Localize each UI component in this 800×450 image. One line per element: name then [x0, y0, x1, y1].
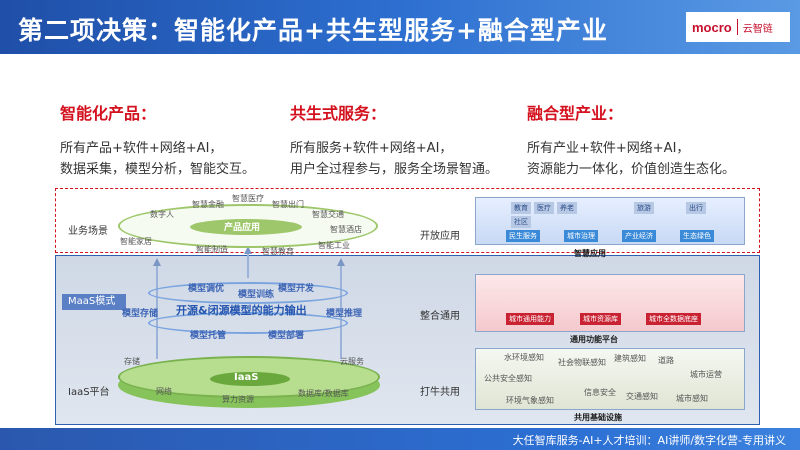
- infra-node: 建筑感知: [614, 354, 646, 363]
- scene-node: 智慧交通: [312, 210, 344, 219]
- label-maas: MaaS模式: [62, 294, 126, 310]
- infra-node: 环境气象感知: [506, 396, 554, 405]
- infra-node: 水环境感知: [504, 353, 544, 362]
- infra-node: 社会物联感知: [558, 358, 606, 367]
- infra-node: 公共安全感知: [484, 374, 532, 383]
- logo-divider: [736, 19, 738, 35]
- column-text: 所有服务+软件+网络+AI， 用户全过程参与，服务全场景智通。: [290, 138, 498, 180]
- column-title: 智能化产品：: [60, 104, 157, 123]
- maas-pill: 模型开发: [278, 284, 315, 294]
- business-scene-frame: [55, 188, 760, 253]
- iaas-node: 云服务: [340, 357, 364, 366]
- connector-line: [247, 252, 249, 278]
- iaas-node: 存储: [124, 357, 140, 366]
- scene-node: 智慧出门: [272, 200, 304, 209]
- scene-node: 智慧医疗: [232, 194, 264, 203]
- column-line: 用户全过程参与，服务全场景智通。: [290, 162, 499, 177]
- label-base: 打牛共用: [420, 387, 460, 398]
- label-open-apps: 开放应用: [420, 231, 460, 242]
- common-platform-caption: 通用功能平台: [570, 335, 618, 344]
- column-text: 所有产品+软件+网络+AI， 数据采集，模型分析，智能交互。: [60, 138, 255, 180]
- scene-node: 智慧教育: [262, 247, 294, 256]
- connector-line: [340, 264, 342, 359]
- maas-ring-upper: [148, 282, 348, 304]
- app-tile: 医疗: [534, 202, 554, 214]
- iaas-node: 数据库/数据库: [298, 389, 349, 398]
- platform-tile: 城市全数据底座: [646, 313, 701, 325]
- slide-title: 第二项决策：智能化产品+共生型服务+融合型产业: [18, 16, 608, 45]
- maas-pill: 模型推理: [326, 309, 363, 319]
- footer-bar: 大任智库服务-AI+人才培训：AI讲师/数字化营-专用讲义: [0, 428, 800, 450]
- scene-node: 智慧金融: [192, 200, 224, 209]
- app-tile: 出行: [686, 202, 706, 214]
- scene-node: 数字人: [150, 210, 174, 219]
- label-business-scene: 业务场景: [68, 226, 108, 237]
- column-line: 所有产品+软件+网络+AI，: [60, 141, 223, 156]
- shared-infra-caption: 共用基础设施: [574, 413, 622, 422]
- product-app-core: [190, 219, 302, 235]
- infra-node: 城市感知: [676, 394, 708, 403]
- arrow-up-icon: [337, 258, 345, 266]
- infra-node: 信息安全: [584, 388, 616, 397]
- maas-pill: 模型调优: [188, 284, 225, 294]
- app-tile: 社区: [511, 216, 531, 228]
- iaas-label: IaaS: [234, 372, 259, 383]
- header-bar: 第二项决策：智能化产品+共生型服务+融合型产业 mocro 云智链: [0, 0, 800, 54]
- maas-ring-lower: [148, 312, 348, 334]
- label-integrate: 整合通用: [420, 311, 460, 322]
- maas-banner: 开源&闭源模型的能力输出: [176, 304, 307, 317]
- product-app-label: 产品应用: [224, 223, 261, 233]
- logo-main-text: mocro: [692, 19, 732, 35]
- scene-node: 智慧酒店: [330, 225, 362, 234]
- maas-pill: 模型训练: [238, 290, 275, 300]
- iaas-node: 网络: [156, 387, 172, 396]
- column-line: 所有服务+软件+网络+AI，: [290, 141, 453, 156]
- column-smart-products: 智能化产品： 所有产品+软件+网络+AI， 数据采集，模型分析，智能交互。: [60, 100, 255, 180]
- smart-app-layer: 教育 医疗 养老 旅游 出行 社区 民生服务 城市治理 产业经济 生态绿色: [475, 197, 745, 245]
- column-symbiotic-services: 共生式服务： 所有服务+软件+网络+AI， 用户全过程参与，服务全场景智通。: [290, 100, 498, 180]
- app-tile: 产业经济: [622, 230, 656, 242]
- app-tile: 养老: [557, 202, 577, 214]
- footer-text: 大任智库服务-AI+人才培训：AI讲师/数字化营-专用讲义: [512, 434, 786, 447]
- common-platform-layer: 城市通用能力 城市资源库 城市全数据底座: [475, 274, 745, 332]
- app-tile: 生态绿色: [680, 230, 714, 242]
- platform-tile: 城市资源库: [580, 313, 621, 325]
- app-tile: 民生服务: [506, 230, 540, 242]
- infra-node: 城市运营: [690, 370, 722, 379]
- label-iaas: IaaS平台: [68, 387, 110, 398]
- column-title: 共生式服务：: [290, 104, 387, 123]
- column-line: 资源能力一体化，价值创造生态化。: [527, 162, 736, 177]
- iaas-node: 算力资源: [222, 395, 254, 404]
- scene-node: 智能工业: [318, 241, 350, 250]
- infra-node: 道路: [658, 356, 674, 365]
- column-fused-industry: 融合型产业： 所有产业+软件+网络+AI， 资源能力一体化，价值创造生态化。: [527, 100, 735, 180]
- app-tile: 城市治理: [564, 230, 598, 242]
- connector-line: [156, 264, 158, 359]
- arrow-up-icon: [244, 246, 252, 254]
- column-line: 数据采集，模型分析，智能交互。: [60, 162, 256, 177]
- column-title: 融合型产业：: [527, 104, 624, 123]
- maas-pill: 模型存储: [122, 309, 159, 319]
- company-logo: mocro 云智链: [686, 12, 790, 42]
- smart-app-caption: 智慧应用: [574, 249, 606, 258]
- app-tile: 旅游: [634, 202, 654, 214]
- app-tile: 教育: [511, 202, 531, 214]
- shared-infra-layer: 水环境感知 社会物联感知 建筑感知 道路 公共安全感知 环境气象感知 信息安全 …: [475, 348, 745, 410]
- maas-pill: 模型托管: [190, 331, 227, 341]
- column-text: 所有产业+软件+网络+AI， 资源能力一体化，价值创造生态化。: [527, 138, 735, 180]
- platform-tile: 城市通用能力: [506, 313, 554, 325]
- column-line: 所有产业+软件+网络+AI，: [527, 141, 690, 156]
- scene-node: 智能家居: [120, 237, 152, 246]
- arrow-up-icon: [153, 258, 161, 266]
- maas-pill: 模型部署: [268, 331, 305, 341]
- logo-sub-text: 云智链: [742, 23, 773, 35]
- iaas-base-core: [210, 372, 290, 386]
- scene-node: 智能制造: [196, 245, 228, 254]
- infra-node: 交通感知: [626, 392, 658, 401]
